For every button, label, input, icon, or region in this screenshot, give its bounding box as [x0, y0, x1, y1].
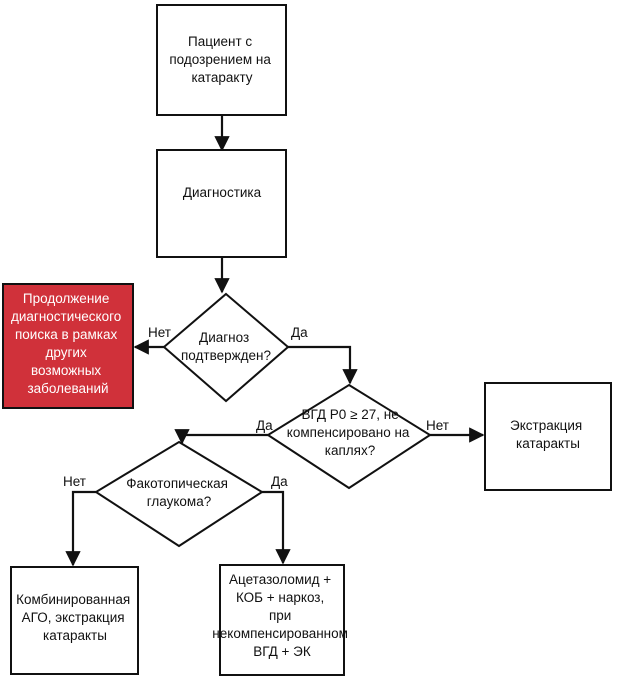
node-phacotopic-text: Факотопическая глаукома? — [126, 476, 232, 509]
node-combined-text: Комбинированная АГО, экстракция катаракт… — [16, 592, 134, 643]
node-extraction: Экстракция катаракты — [484, 382, 612, 491]
node-patient-line: катаракту — [191, 70, 252, 85]
node-continue-search-line: других — [46, 345, 87, 360]
node-patient: Пациент с подозрением на катаракту — [156, 4, 287, 116]
edge-label-no-combined: Нет — [63, 474, 86, 489]
edge-decision-to-iop — [288, 345, 358, 385]
node-patient-text: Пациент с подозрением на катаракту — [169, 34, 274, 85]
node-acetazolamide-line: КОБ + наркоз, — [236, 590, 324, 605]
node-diagnosis-confirmed-line: подтвержден? — [181, 348, 271, 363]
node-diagnostics: Диагностика — [156, 149, 287, 258]
node-continue-search-line: Продолжение — [23, 291, 109, 306]
edge-labels: Нет Да Нет Да Нет Да — [63, 325, 449, 489]
edge-phaco-to-combined — [65, 490, 96, 567]
connectors — [65, 115, 485, 567]
node-diagnosis-confirmed-text: Диагноз подтвержден? — [181, 330, 271, 363]
edge-iop-to-phaco — [174, 429, 268, 445]
edge-label-no-extraction: Нет — [426, 418, 449, 433]
edge-phaco-to-acetazolamide — [262, 490, 291, 565]
node-phacotopic-line: Факотопическая — [126, 476, 228, 491]
node-iop-check-line: каплях? — [325, 443, 375, 458]
node-iop-check-text: ВГД Р0 ≥ 27, не компенсировано на каплях… — [287, 407, 413, 458]
node-combined-line: катаракты — [43, 628, 107, 643]
node-diagnosis-confirmed-line: Диагноз — [199, 330, 249, 345]
node-iop-check-line: ВГД Р0 ≥ 27, не — [302, 407, 399, 422]
node-combined: Комбинированная АГО, экстракция катаракт… — [10, 566, 139, 675]
node-continue-search-line: возможных — [31, 363, 101, 378]
node-extraction-line: Экстракция — [510, 418, 582, 433]
node-acetazolamide-line: при — [269, 608, 291, 623]
node-acetazolamide-line: некомпенсированном — [212, 626, 348, 641]
node-continue-search-line: диагностического — [11, 309, 121, 324]
node-extraction-line: катаракты — [516, 436, 580, 451]
edge-label-no-continue: Нет — [148, 325, 171, 340]
node-phacotopic-line: глаукома? — [147, 494, 211, 509]
node-iop-check: ВГД Р0 ≥ 27, не компенсировано на каплях… — [266, 383, 432, 490]
node-diagnostics-text: Диагностика — [183, 185, 262, 200]
node-continue-search-line: заболеваний — [27, 381, 108, 396]
node-acetazolamide-text: Ацетазоломид + КОБ + наркоз, при некомпе… — [212, 572, 351, 659]
node-acetazolamide-line: Ацетазоломид + — [229, 572, 331, 587]
node-patient-line: Пациент с — [188, 34, 252, 49]
edge-label-yes-acetazolamide: Да — [271, 474, 288, 489]
node-iop-check-line: компенсировано на — [287, 425, 410, 440]
node-combined-line: Комбинированная — [16, 592, 130, 607]
node-continue-search-line: поиска в рамках — [15, 327, 118, 342]
node-extraction-text: Экстракция катаракты — [510, 418, 586, 451]
node-continue-search: Продолжение диагностического поиска в ра… — [2, 283, 134, 409]
node-acetazolamide-line: ВГД + ЭК — [253, 644, 311, 659]
node-acetazolamide: Ацетазоломид + КОБ + наркоз, при некомпе… — [212, 564, 351, 676]
node-diagnosis-confirmed: Диагноз подтвержден? — [162, 292, 290, 403]
edge-label-yes-phaco: Да — [256, 418, 273, 433]
node-phacotopic: Факотопическая глаукома? — [94, 440, 264, 548]
node-diagnostics-line: Диагностика — [183, 185, 262, 200]
node-combined-line: АГО, экстракция — [22, 610, 125, 625]
edge-label-yes-iop: Да — [291, 325, 308, 340]
node-patient-line: подозрением на — [169, 52, 271, 67]
node-continue-search-text: Продолжение диагностического поиска в ра… — [11, 291, 125, 396]
